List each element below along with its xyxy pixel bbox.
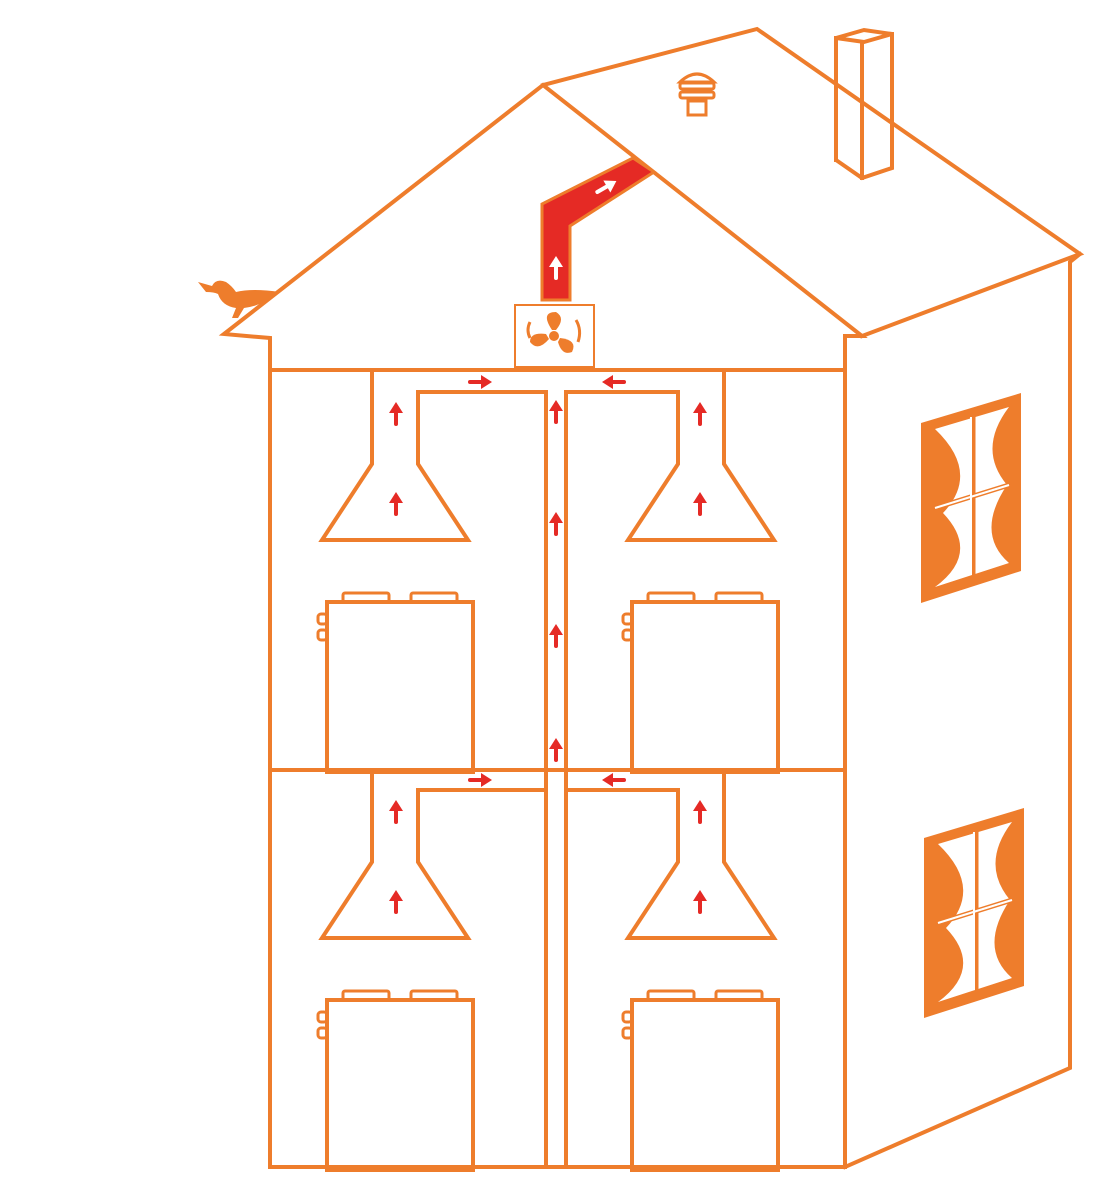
airflow-arrow-icon <box>468 771 494 789</box>
airflow-arrow-icon <box>595 180 617 194</box>
kitchen-hood-icon <box>318 768 548 940</box>
bird-icon <box>198 280 280 318</box>
airflow-arrow-icon <box>600 373 626 391</box>
side-wall <box>842 251 1083 1170</box>
stove-icon <box>316 989 475 1172</box>
side-roof <box>540 26 1085 339</box>
airflow-arrow-icon <box>600 771 626 789</box>
lower-floor <box>316 768 780 1172</box>
stove-icon <box>621 591 780 774</box>
exhaust-duct <box>540 156 657 302</box>
roof-vent-icon <box>676 72 718 117</box>
upper-floor <box>316 368 780 774</box>
window-icon <box>921 393 1021 603</box>
kitchen-hood-icon <box>564 368 778 542</box>
kitchen-hood-icon <box>318 368 548 542</box>
chimney-icon <box>834 27 894 181</box>
kitchen-hood-icon <box>564 768 778 940</box>
airflow-arrow-icon <box>468 373 494 391</box>
window-icon <box>924 808 1024 1018</box>
fan-icon <box>514 304 595 368</box>
central-riser <box>544 390 568 1169</box>
stove-icon <box>621 989 780 1172</box>
stove-icon <box>316 591 475 774</box>
